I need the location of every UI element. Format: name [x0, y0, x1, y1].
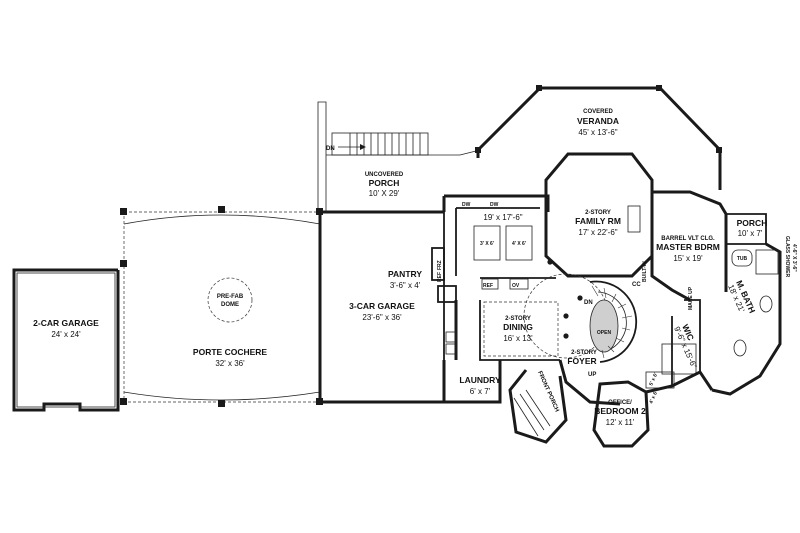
ov-label: OV	[512, 283, 520, 289]
garage3-name: 3-CAR GARAGE	[349, 301, 415, 311]
master-dim: 15' x 19'	[673, 254, 703, 263]
veranda-line-1: COVERED	[583, 109, 613, 115]
dw-left: DW	[462, 202, 471, 208]
porch-uncovered-1: UNCOVERED	[365, 172, 404, 178]
stair-dn-label: DN	[326, 146, 335, 152]
veranda-dim: 45' x 13'-6"	[578, 128, 617, 137]
island-2: 4' X 6'	[512, 241, 526, 247]
garage2-name: 2-CAR GARAGE	[33, 318, 99, 328]
frz-label: FRZ	[437, 260, 443, 270]
dining-line-1: 2-STORY	[505, 316, 531, 322]
bed2-line-2: BEDROOM 2	[594, 406, 646, 416]
master-line-2: MASTER BDRM	[656, 242, 720, 252]
garage3-dim: 23'-6" x 36'	[362, 313, 402, 322]
family-dim: 17' x 22'-6"	[578, 228, 617, 237]
family-line-1: 2-STORY	[585, 210, 611, 216]
ref-lower-label: REF	[483, 283, 493, 289]
glass-shower-1: GLASS SHOWER	[784, 236, 790, 278]
foyer-line-1: 2-STORY	[571, 350, 597, 356]
porte-cochere-dim: 32' x 36'	[215, 359, 245, 368]
veranda-line-2: VERANDA	[577, 116, 619, 126]
garage2-dim: 24' x 24'	[51, 330, 81, 339]
built-in-label: BUILT-IN	[642, 261, 648, 282]
porch-stair	[349, 133, 421, 155]
foyer-dn-label: DN	[584, 300, 593, 306]
bed2-dim: 12' x 11'	[606, 418, 635, 427]
dome-label-1: PRE-FAB	[217, 294, 244, 300]
tub-label: TUB	[737, 256, 748, 262]
front-porch-label: FRONT PORCH	[536, 370, 559, 413]
foyer-up-label: UP	[588, 372, 596, 378]
pantry-name: PANTRY	[388, 269, 422, 279]
prefab-dome	[207, 277, 253, 323]
columns	[120, 85, 722, 407]
laundry-dim: 6' x 7'	[470, 387, 491, 396]
room-labels: 2-CAR GARAGE 24' x 24' PORTE COCHERE 32'…	[33, 109, 797, 427]
closet-b-label: 4' x 6'	[648, 390, 659, 405]
dw-right: DW	[490, 202, 499, 208]
laundry-name: LAUNDRY	[459, 375, 501, 385]
porch-small-name: PORCH	[737, 218, 768, 228]
porch-small-dim: 10' x 7'	[738, 229, 763, 238]
makeup-label: MAKE UP	[688, 286, 694, 310]
kitchen-dim: 19' x 17'-6"	[483, 213, 522, 222]
family-line-2: FAMILY RM	[575, 216, 621, 226]
porch-uncovered-2: PORCH	[369, 178, 400, 188]
dining-line-2: DINING	[503, 322, 533, 332]
glass-shower-2: 4'-6" X 3'-6"	[791, 244, 797, 272]
pantry-dim: 3'-6" x 4'	[390, 281, 421, 290]
cc-label: CC	[632, 282, 641, 288]
bed2-line-1: OFFICE/	[608, 400, 632, 406]
walls	[12, 86, 782, 448]
ref-kitchen-label: REF	[437, 272, 443, 282]
dome-label-2: DOME	[221, 302, 239, 308]
porte-cochere-name: PORTE COCHERE	[193, 347, 267, 357]
foyer-line-2: FOYER	[567, 356, 596, 366]
foyer-stair-treads	[591, 285, 633, 359]
master-line-1: BARREL VLT CLG.	[661, 236, 715, 242]
open-label: OPEN	[597, 330, 612, 336]
porch-uncovered-dim: 10' X 29'	[369, 189, 400, 198]
island-1: 3' X 6'	[480, 241, 494, 247]
closet-a-label: 5' x 6'	[648, 372, 659, 387]
dining-dim: 16' x 13'	[503, 334, 533, 343]
